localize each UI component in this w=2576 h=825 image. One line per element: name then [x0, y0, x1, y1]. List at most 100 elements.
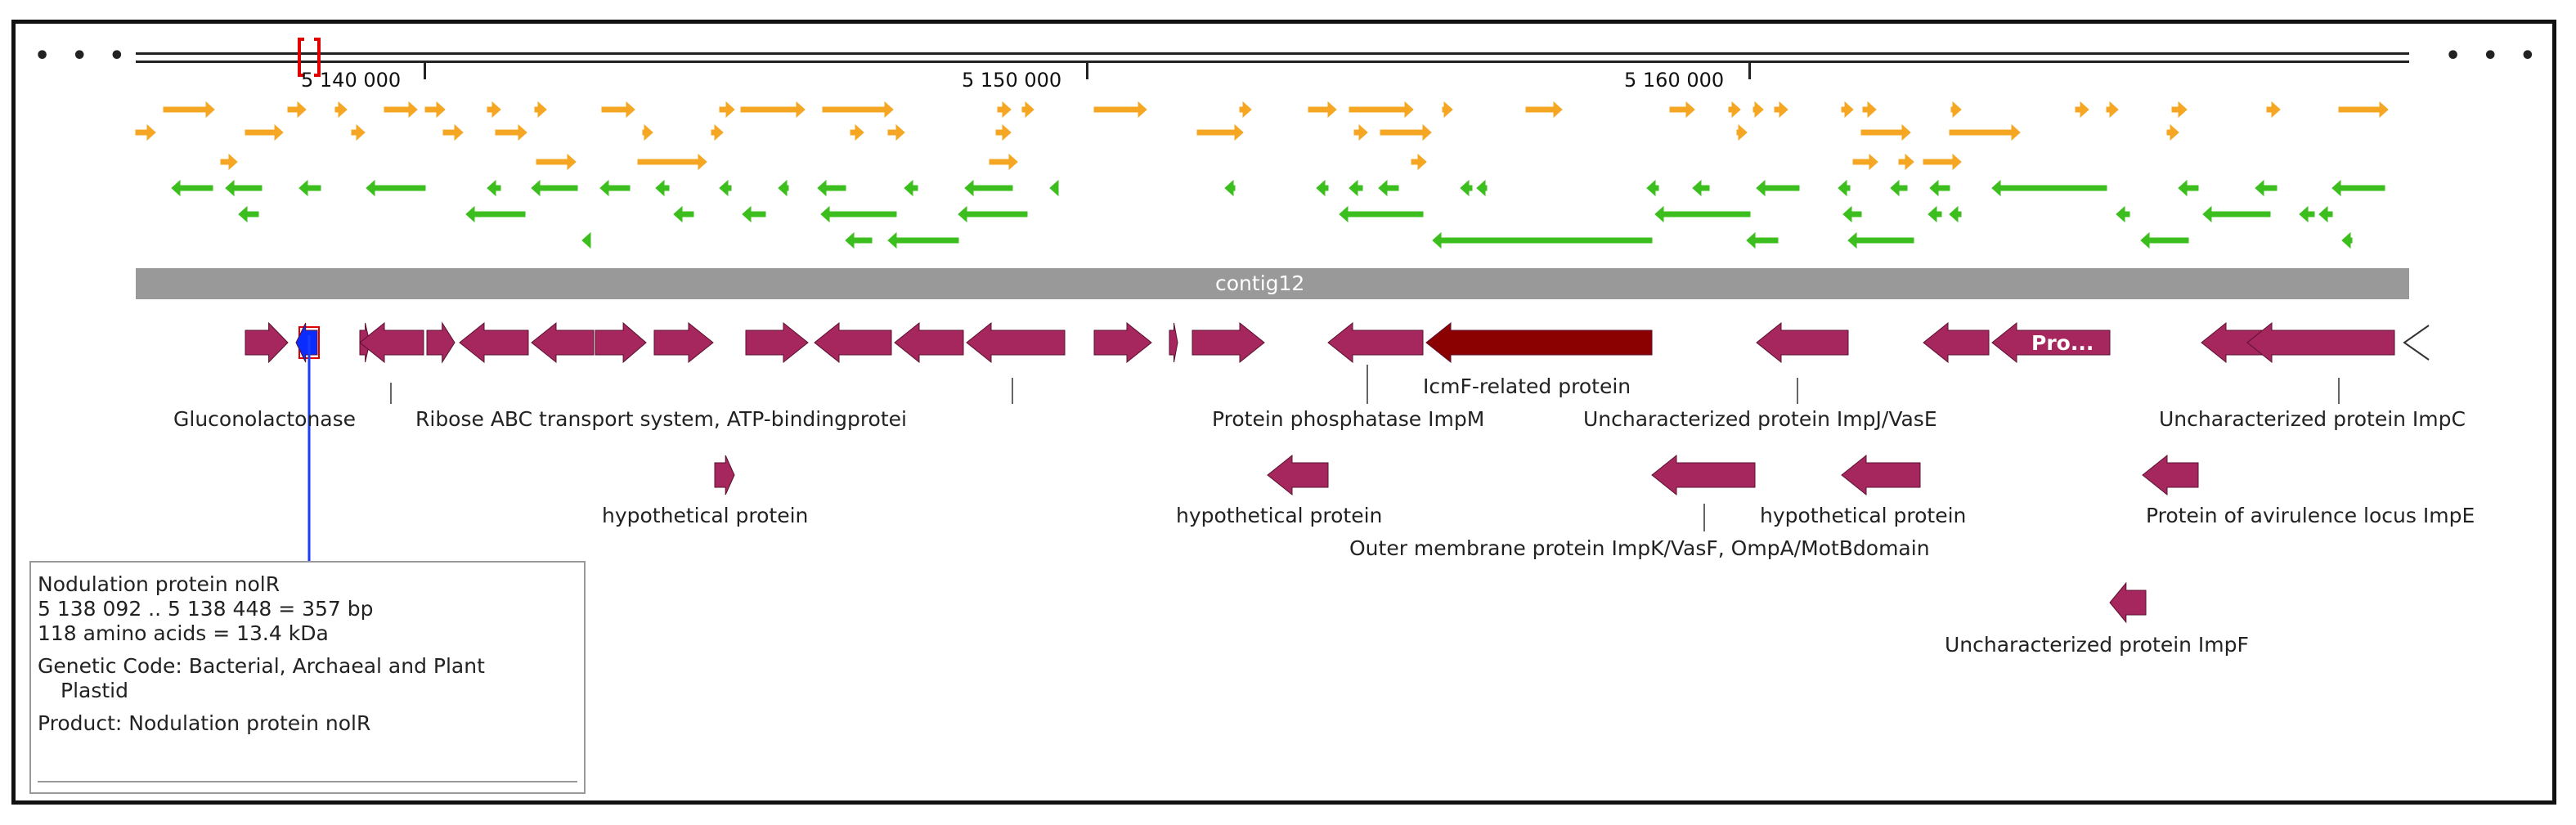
orf-reverse-arrow[interactable]	[2202, 205, 2271, 223]
orf-reverse-arrow[interactable]	[1890, 179, 1908, 197]
orf-forward-arrow[interactable]	[1923, 153, 1962, 171]
orf-forward-arrow[interactable]	[163, 101, 215, 119]
scroll-right-dots[interactable]: • • •	[2445, 42, 2542, 70]
orf-forward-arrow[interactable]	[135, 123, 156, 141]
orf-forward-arrow[interactable]	[642, 123, 653, 141]
orf-reverse-arrow[interactable]	[171, 179, 213, 197]
orf-forward-arrow[interactable]	[719, 101, 735, 119]
gene-arrow[interactable]	[1093, 321, 1152, 364]
orf-reverse-arrow[interactable]	[1746, 231, 1779, 249]
orf-forward-arrow[interactable]	[989, 153, 1018, 171]
orf-reverse-arrow[interactable]	[1476, 179, 1488, 197]
orf-forward-arrow[interactable]	[442, 123, 464, 141]
orf-forward-arrow[interactable]	[601, 101, 635, 119]
orf-reverse-arrow[interactable]	[1224, 179, 1236, 197]
contig-bar[interactable]	[136, 268, 2409, 299]
orf-reverse-arrow[interactable]	[1378, 179, 1399, 197]
gene-arrow[interactable]	[1756, 321, 1849, 364]
orf-forward-arrow[interactable]	[2338, 101, 2389, 119]
gene-arrow[interactable]	[1169, 322, 1178, 363]
orf-forward-arrow[interactable]	[1093, 101, 1147, 119]
orf-forward-arrow[interactable]	[740, 101, 806, 119]
gene-arrow[interactable]	[245, 321, 289, 364]
orf-reverse-arrow[interactable]	[778, 179, 789, 197]
gene-edge-arrow[interactable]	[2403, 325, 2430, 361]
orf-reverse-arrow[interactable]	[599, 179, 631, 197]
orf-reverse-arrow[interactable]	[845, 231, 873, 249]
gene-label-impk[interactable]: Outer membrane protein ImpK/VasF, OmpA/M…	[1349, 536, 1930, 560]
gene-label-hypothetical-2[interactable]: hypothetical protein	[1176, 504, 1383, 527]
orf-forward-arrow[interactable]	[2075, 101, 2089, 119]
orf-forward-arrow[interactable]	[1736, 123, 1748, 141]
orf-reverse-arrow[interactable]	[820, 205, 897, 223]
orf-forward-arrow[interactable]	[2266, 101, 2281, 119]
orf-forward-arrow[interactable]	[1950, 101, 1962, 119]
orf-track-forward[interactable]	[135, 101, 2389, 171]
gene-arrow-selected[interactable]	[295, 322, 318, 363]
orf-reverse-arrow[interactable]	[887, 231, 959, 249]
gene-arrow[interactable]	[531, 321, 595, 364]
orf-forward-arrow[interactable]	[534, 101, 547, 119]
gene-arrow[interactable]	[426, 321, 456, 364]
gene-label-protein-phosphatase[interactable]: Protein phosphatase ImpM	[1212, 407, 1485, 431]
orf-forward-arrow[interactable]	[2171, 101, 2188, 119]
gene-label-impe[interactable]: Protein of avirulence locus ImpE	[2146, 504, 2475, 527]
gene-arrow[interactable]	[359, 321, 424, 364]
orf-forward-arrow[interactable]	[1525, 101, 1563, 119]
orf-reverse-arrow[interactable]	[1646, 179, 1659, 197]
orf-reverse-arrow[interactable]	[465, 205, 526, 223]
orf-reverse-arrow[interactable]	[742, 205, 766, 223]
gene-label-impc[interactable]: Uncharacterized protein ImpC	[2159, 407, 2466, 431]
orf-reverse-arrow[interactable]	[719, 179, 732, 197]
orf-forward-arrow[interactable]	[1669, 101, 1695, 119]
orf-reverse-arrow[interactable]	[958, 205, 1028, 223]
selection-marker[interactable]	[298, 38, 321, 77]
gene-arrow[interactable]	[894, 321, 964, 364]
orf-forward-arrow[interactable]	[1442, 101, 1453, 119]
orf-forward-arrow[interactable]	[637, 153, 707, 171]
orf-reverse-arrow[interactable]	[366, 179, 426, 197]
orf-forward-arrow[interactable]	[220, 153, 238, 171]
orf-forward-arrow[interactable]	[1852, 153, 1878, 171]
gene-label-hypothetical-1[interactable]: hypothetical protein	[602, 504, 809, 527]
orf-reverse-arrow[interactable]	[2178, 179, 2199, 197]
orf-reverse-arrow[interactable]	[225, 179, 263, 197]
orf-forward-arrow[interactable]	[384, 101, 418, 119]
orf-reverse-arrow[interactable]	[2341, 231, 2353, 249]
gene-arrow[interactable]	[2109, 581, 2147, 624]
gene-arrow[interactable]	[814, 321, 892, 364]
orf-forward-arrow[interactable]	[850, 123, 864, 141]
orf-forward-arrow[interactable]	[424, 101, 446, 119]
orf-reverse-arrow[interactable]	[2255, 179, 2278, 197]
gene-arrow[interactable]	[2142, 454, 2199, 496]
orf-reverse-arrow[interactable]	[2299, 205, 2315, 223]
orf-reverse-arrow[interactable]	[655, 179, 670, 197]
gene-label-hypothetical-3[interactable]: hypothetical protein	[1760, 504, 1967, 527]
orf-reverse-arrow[interactable]	[1349, 179, 1363, 197]
orf-reverse-arrow[interactable]	[2116, 205, 2130, 223]
gene-label-impf[interactable]: Uncharacterized protein ImpF	[1945, 633, 2249, 657]
orf-forward-arrow[interactable]	[536, 153, 577, 171]
orf-reverse-arrow[interactable]	[1949, 205, 1962, 223]
orf-reverse-arrow[interactable]	[1929, 179, 1950, 197]
orf-forward-arrow[interactable]	[1774, 101, 1788, 119]
orf-forward-arrow[interactable]	[995, 123, 1012, 141]
gene-label-ribose-abc[interactable]: Ribose ABC transport system, ATP-binding…	[415, 407, 907, 431]
orf-forward-arrow[interactable]	[334, 101, 348, 119]
orf-forward-arrow[interactable]	[2106, 101, 2119, 119]
gene-label-gluconolactonase[interactable]: Gluconolactonase	[173, 407, 357, 431]
orf-reverse-arrow[interactable]	[964, 179, 1013, 197]
orf-reverse-arrow[interactable]	[1838, 179, 1851, 197]
orf-forward-arrow[interactable]	[495, 123, 527, 141]
orf-reverse-arrow[interactable]	[531, 179, 578, 197]
orf-reverse-arrow[interactable]	[487, 179, 501, 197]
orf-forward-arrow[interactable]	[1380, 123, 1432, 141]
orf-forward-arrow[interactable]	[1239, 101, 1252, 119]
gene-inline-label[interactable]: Pro...	[2031, 331, 2094, 355]
orf-reverse-arrow[interactable]	[1991, 179, 2107, 197]
orf-forward-arrow[interactable]	[1841, 101, 1854, 119]
gene-arrow[interactable]	[459, 321, 529, 364]
orf-forward-arrow[interactable]	[997, 101, 1012, 119]
orf-reverse-arrow[interactable]	[904, 179, 918, 197]
